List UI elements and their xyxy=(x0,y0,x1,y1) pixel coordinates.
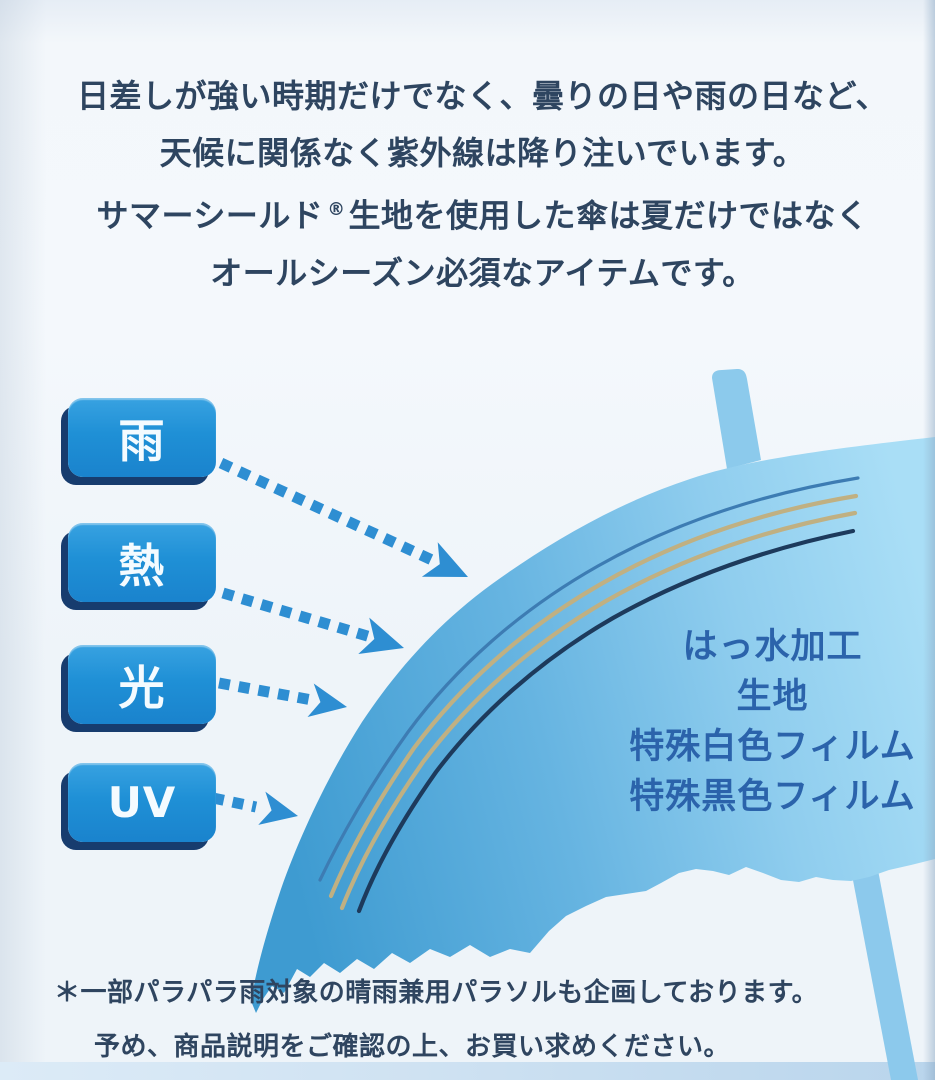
brand-name: サマーシールド xyxy=(96,196,324,235)
intro-line-2: 天候に関係なく紫外線は降り注いでいます。 xyxy=(159,134,806,172)
registered-mark: ® xyxy=(327,200,346,220)
feature-button-rain: 雨 xyxy=(68,398,216,477)
intro-text: 日差しが強い時期だけでなく、曇りの日や雨の日など、 天候に関係なく紫外線は降り注… xyxy=(30,68,935,302)
canopy-layer-line-navy xyxy=(356,528,856,914)
feature-button-light-label: 光 xyxy=(118,660,166,715)
layer-labels: はっ水加工 生地 特殊白色フィルム 特殊黒色フィルム xyxy=(585,622,935,822)
intro-line-4: オールシーズン必須なアイテムです。 xyxy=(210,253,755,292)
feature-button-rain-label: 雨 xyxy=(118,413,166,468)
intro-line-3: サマーシールド®生地を使用した傘は夏だけではなく xyxy=(30,182,935,245)
layer-label-black-film: 特殊黒色フィルム xyxy=(629,777,916,817)
feature-button-heat-label: 熱 xyxy=(118,538,166,593)
intro-line-3-rest: 生地を使用した傘は夏だけではなく xyxy=(348,196,869,235)
footnote-line-2: 予め、商品説明をご確認の上、お買い求めください。 xyxy=(94,1032,731,1062)
umbrella-shaft-icon xyxy=(852,870,918,1080)
footnote: ＊一部パラパラ雨対象の晴雨兼用パラソルも企画しております。 予め、商品説明をご確… xyxy=(54,966,818,1074)
arrow-rain-icon xyxy=(218,458,468,577)
arrow-light-icon xyxy=(218,677,347,717)
layer-label-water-repellent: はっ水加工 xyxy=(682,627,863,667)
layer-label-fabric: 生地 xyxy=(736,677,809,717)
canopy-layer-line-blue xyxy=(318,476,860,882)
feature-button-light: 光 xyxy=(68,645,216,724)
canopy-layer-line-gold-1 xyxy=(328,493,859,899)
arrow-heat-icon xyxy=(221,587,404,655)
umbrella-ferrule-tip-icon xyxy=(712,369,761,469)
feature-button-uv: UV xyxy=(68,763,216,842)
feature-button-uv-label: UV xyxy=(107,778,177,827)
bottom-edge-band xyxy=(0,1062,935,1080)
footnote-line-1: ＊一部パラパラ雨対象の晴雨兼用パラソルも企画しております。 xyxy=(54,978,819,1008)
intro-line-1: 日差しが強い時期だけでなく、曇りの日や雨の日など、 xyxy=(77,77,888,115)
canopy-layer-line-gold-2 xyxy=(339,510,858,911)
layer-label-white-film: 特殊白色フィルム xyxy=(629,727,916,767)
umbrella-canopy xyxy=(251,437,935,1013)
feature-button-heat: 熱 xyxy=(68,523,216,602)
arrow-uv-icon xyxy=(211,791,298,825)
